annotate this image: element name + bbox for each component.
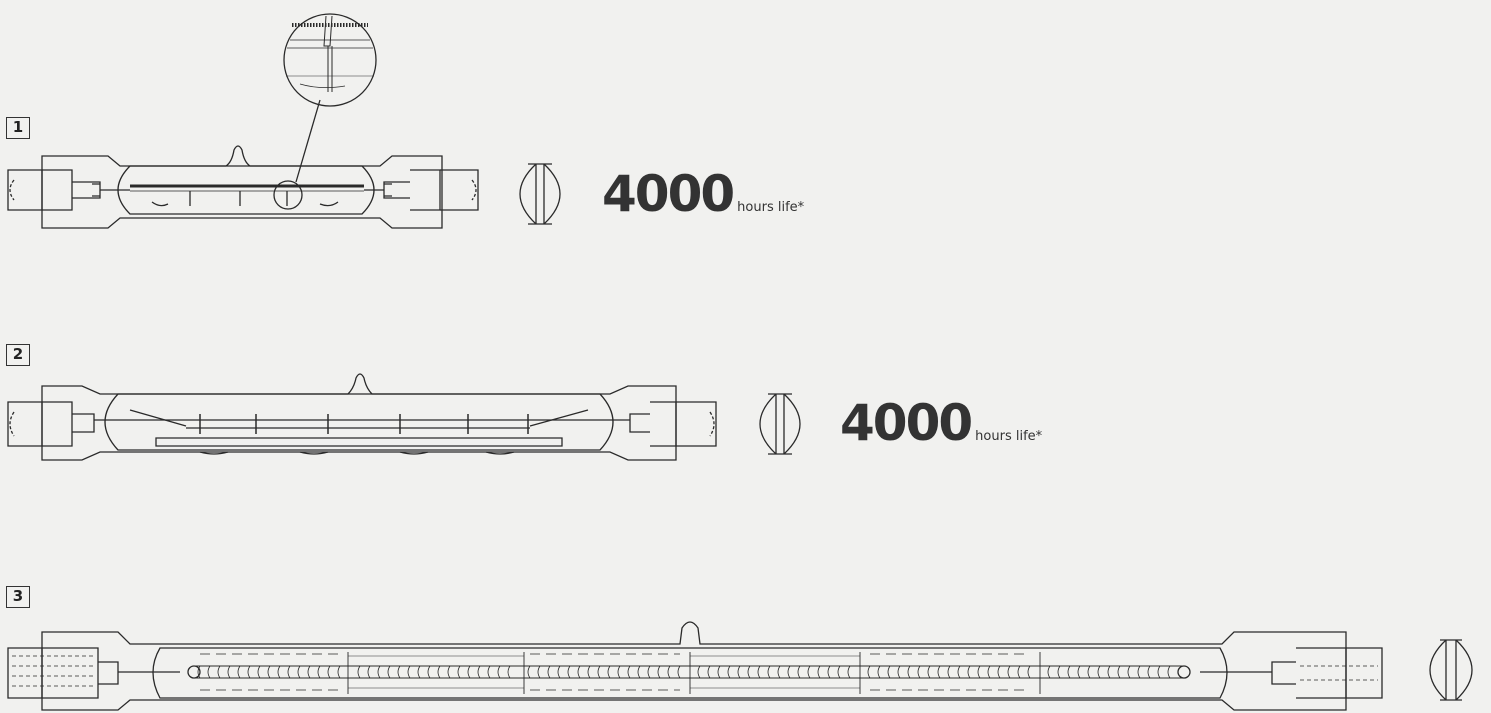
lamp-1-life-value: 4000 — [602, 165, 735, 223]
lamp-2-life-value: 4000 — [840, 394, 973, 452]
lamp-3-number-label: 3 — [6, 586, 30, 608]
lamp-1-number-label: 1 — [6, 117, 30, 139]
lamp-2-number-label: 2 — [6, 344, 30, 366]
lamp-2-life-unit: hours life* — [975, 429, 1043, 444]
lamp-1-life-unit: hours life* — [737, 200, 805, 215]
